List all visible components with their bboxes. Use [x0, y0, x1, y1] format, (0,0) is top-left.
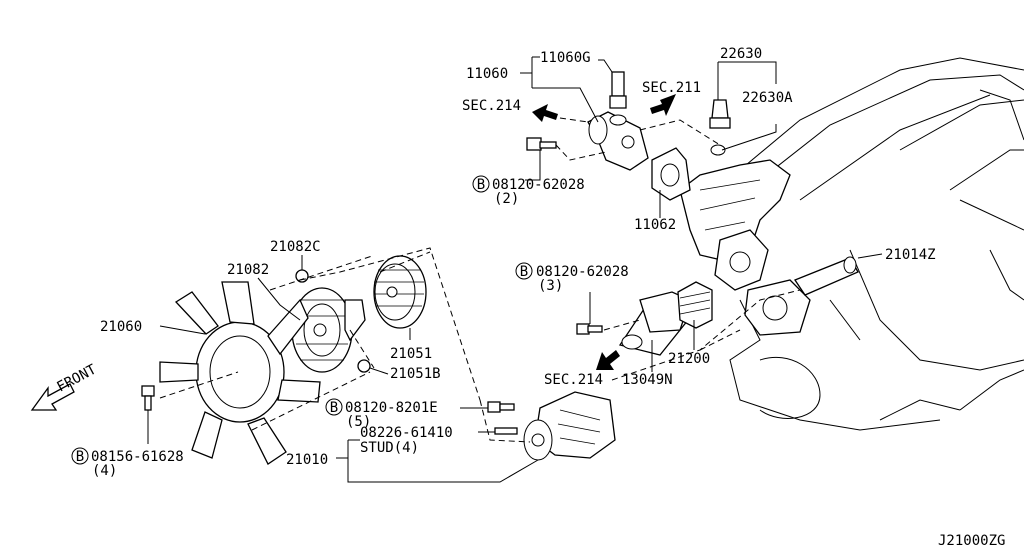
- label-21200: 21200: [668, 351, 710, 367]
- label-21051: 21051: [390, 346, 432, 362]
- label-sec211: SEC.211: [642, 80, 701, 96]
- arrow-sec214-upper: [532, 104, 558, 122]
- bolt-08120-62028-b: [576, 323, 603, 335]
- b-marker-bolt1: B: [472, 175, 490, 193]
- svg-text:B: B: [520, 264, 528, 280]
- fan-clutch-21082: [291, 287, 366, 373]
- thermostat-21200: [677, 281, 713, 329]
- label-bolt-08156-61628: 08156-61628: [91, 449, 184, 465]
- svg-text:B: B: [477, 177, 485, 193]
- b-marker-bolt3: B: [325, 398, 343, 416]
- label-21014z: 21014Z: [885, 247, 936, 263]
- water-inlet-13049n: [618, 291, 691, 356]
- svg-text:B: B: [76, 449, 84, 465]
- hose-21014z: [794, 256, 859, 296]
- svg-text:B: B: [330, 400, 338, 416]
- temperature-sensor-22630: [709, 99, 731, 156]
- water-outlet-11060: [587, 111, 649, 171]
- arrow-sec211: [650, 94, 676, 116]
- engine-front-cover: [679, 159, 791, 291]
- label-bolt-08120-62028-b: 08120-62028: [536, 264, 629, 280]
- nut-21082c: [295, 269, 309, 283]
- label-21060: 21060: [100, 319, 142, 335]
- label-bolt-08120-8201e-qty: (5): [346, 414, 371, 430]
- water-pump-21010: [523, 391, 616, 461]
- nut-21051b: [357, 359, 371, 373]
- label-21010: 21010: [286, 452, 328, 468]
- label-11060: 11060: [466, 66, 508, 82]
- label-stud-08226-61410: 08226-61410: [360, 425, 453, 441]
- label-13049n: 13049N: [622, 372, 673, 388]
- label-bolt-08120-62028-a: 08120-62028: [492, 177, 585, 193]
- plug-11060g: [609, 71, 627, 126]
- label-sec214-upper: SEC.214: [462, 98, 521, 114]
- label-22630a: 22630A: [742, 90, 793, 106]
- stud-08226-61410: [494, 427, 518, 435]
- label-front: FRONT: [54, 361, 99, 395]
- label-22630: 22630: [720, 46, 762, 62]
- leader-lines: [147, 56, 883, 483]
- arrow-sec214-lower: [596, 350, 620, 370]
- label-bolt-08156-61628-qty: (4): [92, 463, 117, 479]
- bolt-08156-61628: [141, 385, 155, 411]
- label-bolt-08120-62028-a-qty: (2): [494, 191, 519, 207]
- label-11062: 11062: [634, 217, 676, 233]
- cooling-fan-21060: [159, 281, 321, 465]
- bolt-08120-62028-a: [526, 137, 557, 151]
- thermostat-housing: [744, 279, 811, 336]
- b-marker-bolt2: B: [515, 262, 533, 280]
- b-marker-bolt4: B: [71, 447, 89, 465]
- front-arrow-icon: [30, 383, 75, 411]
- gasket-11062: [651, 147, 691, 201]
- label-stud-qty: STUD(4): [360, 440, 419, 456]
- label-bolt-08120-62028-b-qty: (3): [538, 278, 563, 294]
- label-21082c: 21082C: [270, 239, 321, 255]
- bolt-08120-8201e: [487, 401, 515, 413]
- label-sec214-lower: SEC.214: [544, 372, 603, 388]
- diagram-id: J21000ZG: [938, 533, 1005, 549]
- pulley-21051: [373, 255, 427, 329]
- label-21051b: 21051B: [390, 366, 441, 382]
- label-11060g: 11060G: [540, 50, 591, 66]
- label-21082: 21082: [227, 262, 269, 278]
- label-bolt-08120-8201e: 08120-8201E: [345, 400, 438, 416]
- engine-block-outline: [729, 57, 1024, 431]
